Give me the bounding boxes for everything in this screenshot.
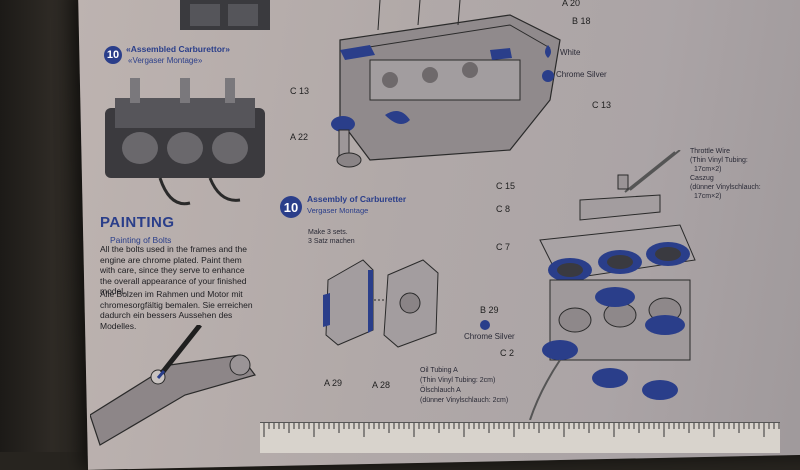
oil-tubing-de-paren: (dünner Vinylschlauch: 2cm) xyxy=(420,397,509,404)
assembled-title: «Assembled Carburettor» xyxy=(126,44,230,54)
brush-painting-illustration xyxy=(90,325,257,446)
measurement-ruler xyxy=(260,422,780,453)
label-c13-left: C 13 xyxy=(290,86,310,96)
throttle-wire-de-paren: (dünner Vinylschlauch: xyxy=(690,184,761,191)
engine-block-illustration xyxy=(339,0,561,161)
assembled-carburettor-illustration xyxy=(105,78,265,206)
legend-white: White xyxy=(560,48,581,57)
chrome-silver-paint-icon xyxy=(542,70,554,82)
painting-subtitle: Painting of Bolts xyxy=(110,235,172,245)
label-c7: C 7 xyxy=(496,242,511,252)
throttle-wire-paren: (Thin Vinyl Tubing: xyxy=(690,157,748,164)
label-c8: C 8 xyxy=(496,204,511,214)
oil-tubing-paren: (Thin Vinyl Tubing: 2cm) xyxy=(420,377,496,384)
oil-tubing-en: Oil Tubing A xyxy=(420,367,458,374)
painting-title: PAINTING xyxy=(100,214,175,231)
label-a22: A 22 xyxy=(290,132,309,142)
carburetter-halves-illustration xyxy=(323,259,439,348)
label-c15: C 15 xyxy=(496,181,516,191)
step-number-badge-assembly: 10 xyxy=(280,196,302,218)
throttle-wire-de-length: 17cm×2) xyxy=(694,193,722,200)
white-paint-icon xyxy=(545,45,551,58)
label-b29: B 29 xyxy=(480,305,499,315)
throttle-wire-de: Caszug xyxy=(690,175,714,182)
label-c13-right: C 13 xyxy=(592,100,612,110)
label-a28: A 28 xyxy=(372,380,391,390)
engine-partial-illustration xyxy=(180,0,270,30)
legend-chrome-silver: Chrome Silver xyxy=(556,70,607,79)
painting-text-en: All the bolts used in the frames and the… xyxy=(100,244,247,296)
assembly-title: Assembly of Carburetter xyxy=(307,194,407,204)
label-a29: A 29 xyxy=(324,378,343,388)
throttle-wire-en: Throttle Wire xyxy=(690,148,731,155)
label-c2: C 2 xyxy=(500,348,515,358)
label-b18: B 18 xyxy=(572,16,591,26)
make-sets-note-de: 3 Satz machen xyxy=(308,238,355,245)
assembled-subtitle: «Vergaser Montage» xyxy=(128,56,203,65)
chrome-silver-dot-icon xyxy=(480,320,490,330)
make-sets-note: Make 3 sets. xyxy=(308,229,348,236)
oil-tubing-de: Ölschlauch A xyxy=(420,387,461,394)
assembly-subtitle: Vergaser Montage xyxy=(307,206,369,215)
carburetor-bank-illustration xyxy=(529,150,696,420)
painting-text-de: Alle Bolzen im Rahmen und Motor mit chro… xyxy=(100,289,253,331)
step-number-badge: 10 xyxy=(104,46,122,64)
label-a20: A 20 xyxy=(562,0,581,8)
part-a22-illustration xyxy=(331,116,362,168)
table-edge xyxy=(0,0,86,452)
ruler-ticks xyxy=(263,423,780,437)
throttle-wire-length: 17cm×2) xyxy=(694,166,722,173)
label-chrome-silver-b29: Chrome Silver xyxy=(464,332,515,341)
